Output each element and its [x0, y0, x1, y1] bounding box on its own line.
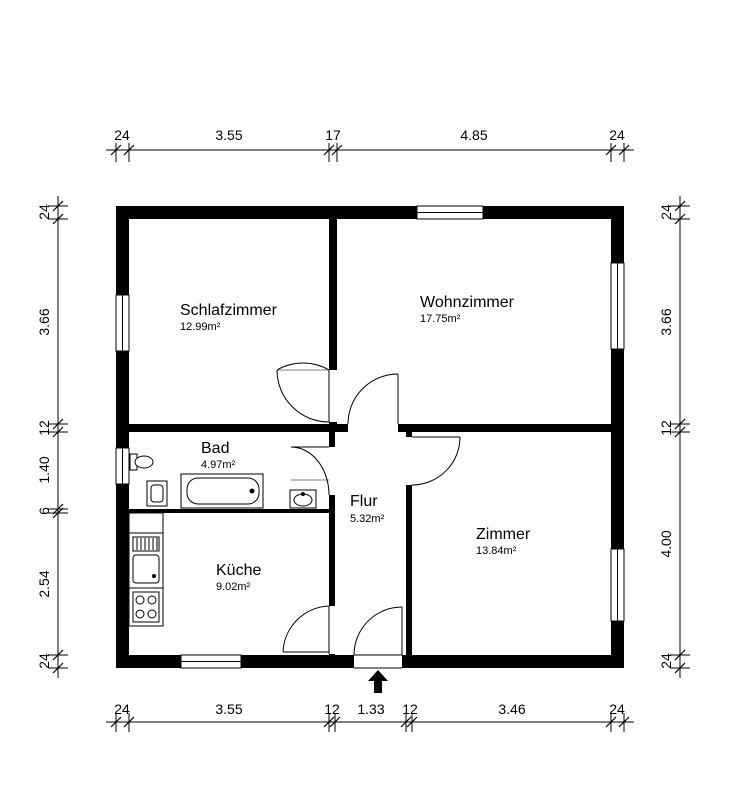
wall-flur-right	[406, 432, 412, 655]
room-zimmer-name: Zimmer	[476, 526, 531, 543]
wall-schlaf-wohn	[329, 219, 337, 429]
dim-left-0: 24	[36, 204, 52, 220]
dim-left-3: 1.40	[36, 456, 52, 483]
fixtures	[128, 453, 317, 627]
dim-top-2: 17	[325, 127, 341, 143]
door-entrance	[353, 606, 403, 669]
dim-left-5: 2.54	[36, 570, 52, 597]
dim-bottom-4: 12	[402, 701, 418, 717]
room-wohnzimmer-name: Wohnzimmer	[420, 294, 515, 311]
washbasin	[289, 489, 317, 509]
dimension-right: 24 3.66 12 4.00 24	[658, 196, 690, 678]
door-schlafzimmer	[276, 362, 330, 423]
door-wohnzimmer	[347, 373, 399, 425]
dim-bottom-5: 3.46	[498, 701, 525, 717]
dim-bottom-1: 3.55	[215, 701, 242, 717]
openings	[116, 206, 624, 668]
dim-left-4: 6	[36, 507, 52, 515]
bath-sink	[146, 480, 168, 507]
dim-top-1: 3.55	[215, 127, 242, 143]
room-kueche-name: Küche	[216, 562, 261, 579]
room-zimmer-area: 13.84m²	[476, 545, 517, 557]
room-bad-area: 4.97m²	[201, 459, 236, 471]
dimension-bottom: 24 3.55 12 1.33 12 3.46 24	[106, 701, 634, 732]
doors	[276, 362, 461, 669]
entrance-arrow-icon	[368, 670, 388, 693]
door-bad	[290, 446, 330, 496]
dim-right-4: 24	[658, 653, 674, 669]
dim-left-1: 3.66	[36, 308, 52, 335]
dim-top-0: 24	[114, 127, 130, 143]
dim-right-1: 3.66	[658, 308, 674, 335]
toilet	[129, 453, 154, 471]
dim-bottom-2: 12	[324, 701, 340, 717]
room-wohnzimmer-area: 17.75m²	[420, 313, 461, 325]
dim-left-6: 24	[36, 653, 52, 669]
room-flur-area: 5.32m²	[350, 513, 385, 525]
dim-right-2: 12	[658, 420, 674, 436]
bathtub	[180, 473, 264, 509]
dim-bottom-6: 24	[609, 701, 625, 717]
room-schlafzimmer-area: 12.99m²	[180, 321, 221, 333]
windows	[115, 205, 625, 669]
dim-bottom-3: 1.33	[357, 701, 384, 717]
wall-flur-left	[329, 432, 335, 655]
kitchen-drainboard	[132, 536, 160, 552]
door-kueche	[282, 605, 330, 654]
door-zimmer	[411, 436, 461, 486]
outer-wall-left	[116, 206, 129, 668]
dim-top-4: 24	[609, 127, 625, 143]
dim-left-2: 12	[36, 420, 52, 436]
room-bad-name: Bad	[201, 440, 229, 457]
room-labels: Schlafzimmer 12.99m² Wohnzimmer 17.75m² …	[180, 294, 531, 593]
room-kueche-area: 9.02m²	[216, 581, 251, 593]
kitchen-sink	[132, 554, 160, 584]
stove	[132, 591, 160, 623]
wall-bad-kueche	[129, 509, 333, 513]
outer-wall-top	[116, 206, 624, 219]
dimension-left: 24 3.66 12 1.40 6 2.54 24	[36, 196, 68, 678]
room-schlafzimmer-name: Schlafzimmer	[180, 302, 278, 319]
walls	[116, 206, 624, 668]
dim-right-0: 24	[658, 204, 674, 220]
dimension-top: 24 3.55 17 4.85 24	[106, 127, 634, 162]
dim-top-3: 4.85	[460, 127, 487, 143]
dim-right-3: 4.00	[658, 530, 674, 557]
dim-bottom-0: 24	[114, 701, 130, 717]
room-flur-name: Flur	[350, 493, 378, 510]
